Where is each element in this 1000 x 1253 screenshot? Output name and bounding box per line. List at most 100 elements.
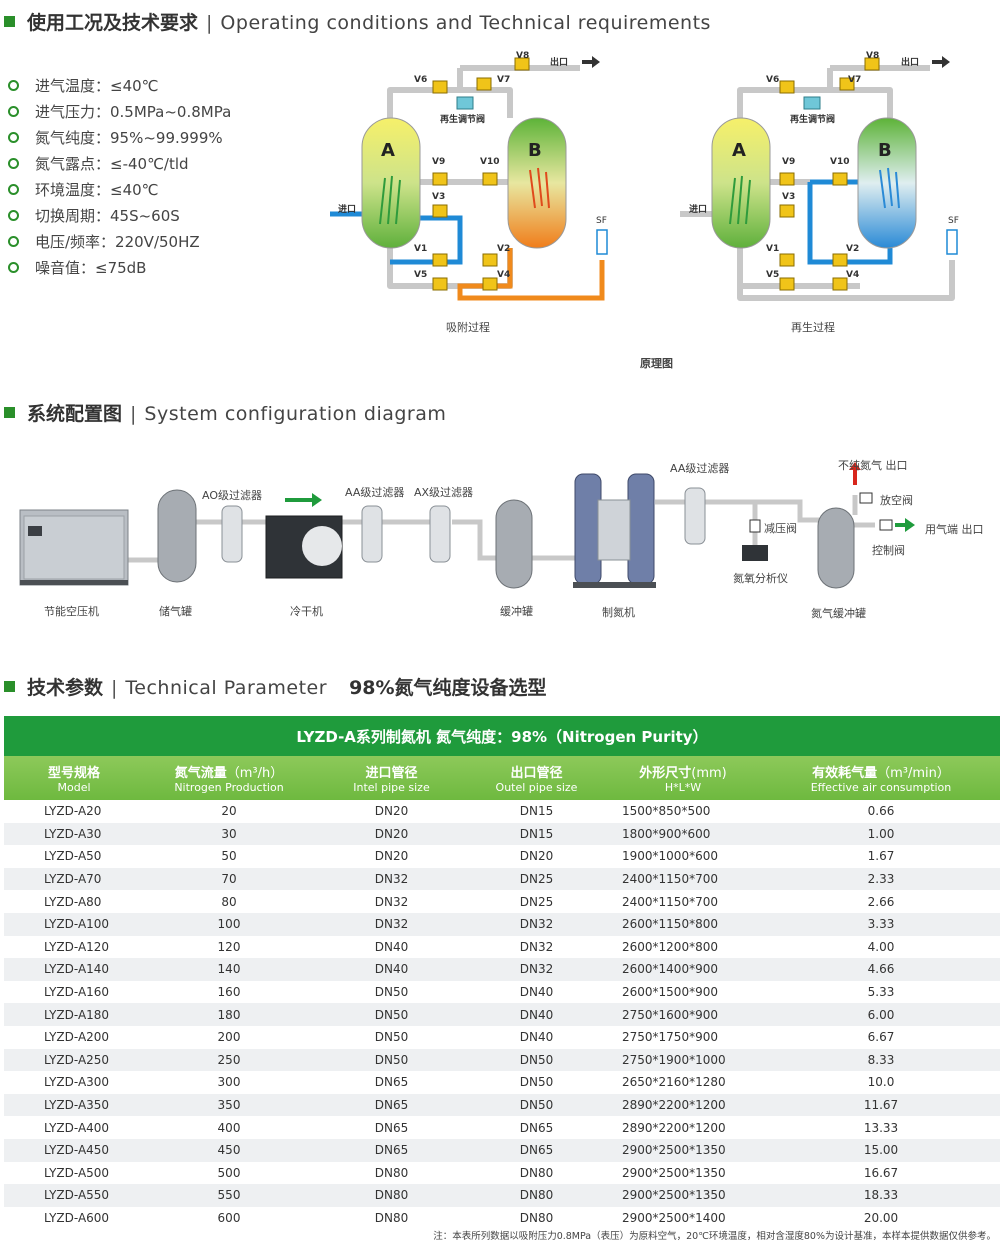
air-tank-label: 储气罐 — [159, 605, 192, 618]
valve-label-v1: V1 — [766, 244, 780, 254]
valve-label-v7: V7 — [497, 75, 511, 85]
table-cell: 2750*1750*900 — [622, 1030, 718, 1045]
table-cell: 140 — [217, 962, 241, 977]
bullet-icon — [8, 105, 19, 117]
table-cell: 2.33 — [867, 872, 895, 887]
valve-label-v6: V6 — [414, 75, 428, 85]
table-cell: 1.00 — [867, 826, 895, 841]
valve-label-v2: V2 — [846, 244, 860, 254]
table-cell: 4.00 — [867, 939, 895, 954]
table-cell: 2900*2500*1400 — [622, 1210, 726, 1225]
table-cell: DN50 — [374, 985, 409, 1000]
valve-label-v8: V8 — [866, 51, 880, 61]
header-outlet: 出口管径 Outel pipe size — [495, 766, 578, 794]
table-cell: DN15 — [519, 804, 554, 819]
table-cell: LYZD-A30 — [44, 826, 102, 841]
table-cell: 1800*900*600 — [622, 826, 711, 841]
bullet-icon — [8, 157, 19, 169]
table-cell: DN20 — [374, 826, 409, 841]
table-cell: 450 — [217, 1143, 241, 1158]
section-operating-title: 使用工况及技术要求 | Operating conditions and Tec… — [4, 8, 711, 35]
spec-item: 进气压力：0.5MPa~0.8MPa — [8, 98, 231, 124]
header-inlet: 进口管径 Intel pipe size — [353, 766, 430, 794]
vent-valve-label: 放空阀 — [880, 494, 913, 507]
table-title: LYZD-A系列制氮机 氮气纯度：98%（Nitrogen Purity） — [4, 716, 1000, 756]
spec-item: 环境温度：≤40℃ — [8, 176, 231, 202]
header-dimensions: 外形尺寸(mm) H*L*W — [639, 766, 727, 794]
spec-item: 氮气纯度：95%~99.999% — [8, 124, 231, 150]
table-cell: DN50 — [374, 1007, 409, 1022]
bullet-icon — [8, 235, 19, 247]
table-cell: 2600*1150*800 — [622, 917, 718, 932]
table-cell: 500 — [217, 1165, 241, 1180]
table-cell: 2600*1200*800 — [622, 939, 718, 954]
table-cell: 5.33 — [867, 985, 895, 1000]
spec-item: 切换周期：45S~60S — [8, 202, 231, 228]
table-cell: 120 — [217, 939, 241, 954]
tank-a-label: A — [732, 140, 746, 161]
table-cell: DN80 — [519, 1210, 554, 1225]
table-cell: 18.33 — [863, 1188, 899, 1203]
table-cell: 30 — [221, 826, 237, 841]
table-cell: DN80 — [374, 1188, 409, 1203]
spec-item: 氮气露点：≤-40℃/tld — [8, 150, 231, 176]
table-cell: LYZD-A450 — [44, 1143, 110, 1158]
table-cell: DN50 — [374, 1030, 409, 1045]
header-flow: 氮气流量（m³/h） Nitrogen Production — [174, 766, 284, 794]
table-cell: 4.66 — [867, 962, 895, 977]
outlet-label: 出口 — [550, 58, 569, 68]
table-cell: DN65 — [374, 1098, 409, 1113]
table-cell: DN32 — [374, 894, 409, 909]
bullet-icon — [8, 209, 19, 221]
inlet-label: 进口 — [689, 205, 708, 215]
table-cell: 550 — [217, 1188, 241, 1203]
spec-table: LYZD-A系列制氮机 氮气纯度：98%（Nitrogen Purity） 型号… — [4, 716, 1000, 1230]
valve-label-v2: V2 — [497, 244, 511, 254]
reducer-label: 减压阀 — [764, 522, 797, 535]
table-cell: LYZD-A500 — [44, 1165, 110, 1180]
table-header: 型号规格 Model 氮气流量（m³/h） Nitrogen Productio… — [4, 756, 1000, 800]
table-cell: DN50 — [374, 1052, 409, 1067]
table-cell: DN40 — [374, 962, 409, 977]
table-cell: DN80 — [374, 1165, 409, 1180]
system-config-diagram — [19, 462, 915, 589]
table-cell: DN65 — [519, 1120, 554, 1135]
valve-label-v4: V4 — [497, 270, 511, 280]
table-cell: 11.67 — [863, 1098, 899, 1113]
table-cell: 3.33 — [867, 917, 895, 932]
table-cell: DN50 — [519, 1052, 554, 1067]
valve-label-v3: V3 — [782, 192, 796, 202]
valve-label-v9: V9 — [782, 157, 796, 167]
regeneration-diagram — [680, 56, 958, 301]
table-cell: 180 — [217, 1007, 241, 1022]
table-cell: 100 — [217, 917, 241, 932]
table-cell: LYZD-A140 — [44, 962, 110, 977]
valve-label-v5: V5 — [766, 270, 780, 280]
generator-label: 制氮机 — [602, 606, 635, 619]
table-cell: LYZD-A350 — [44, 1098, 110, 1113]
principle-caption: 原理图 — [640, 357, 673, 370]
compressor-label: 节能空压机 — [44, 605, 99, 618]
table-cell: 6.67 — [867, 1030, 895, 1045]
table-cell: LYZD-A70 — [44, 872, 102, 887]
outlet-label: 出口 — [901, 58, 920, 68]
table-cell: 2600*1400*900 — [622, 962, 718, 977]
table-cell: 2.66 — [867, 894, 895, 909]
section-marker — [4, 16, 15, 27]
table-cell: DN65 — [374, 1120, 409, 1135]
valve-label-v9: V9 — [432, 157, 446, 167]
regeneration-caption: 再生过程 — [791, 321, 835, 334]
table-cell: 350 — [217, 1098, 241, 1113]
valve-label-v10: V10 — [830, 157, 850, 167]
